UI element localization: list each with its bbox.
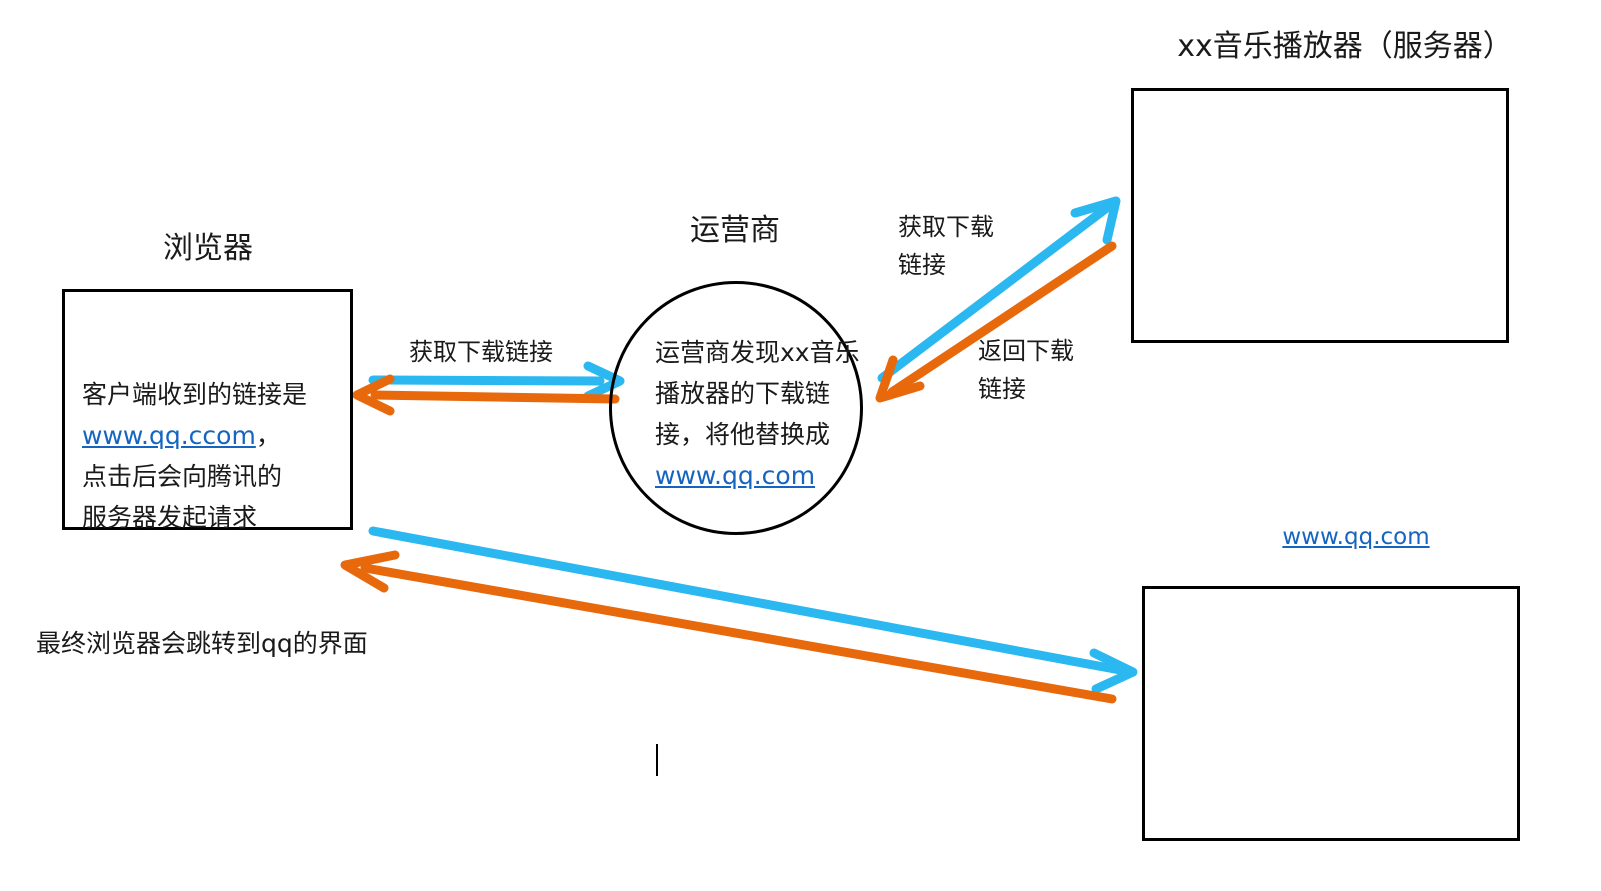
edge-label-server-to-isp-line-1: 返回下载	[978, 337, 1074, 365]
text-cursor-caret	[656, 744, 658, 776]
isp-text-line-3: 接，将他替换成	[655, 420, 831, 449]
browser-box[interactable]	[62, 289, 353, 530]
arrow-qq-to-browser-response	[340, 550, 1117, 704]
edge-label-browser-to-isp: 获取下载链接	[409, 338, 553, 366]
isp-link[interactable]: www.qq.com	[655, 461, 816, 490]
edge-label-server-to-isp-line-2: 链接	[978, 375, 1026, 403]
browser-text-line-1: 客户端收到的链接是	[82, 380, 308, 409]
arrow-browser-to-qq-request	[368, 526, 1138, 694]
isp-text-line-1: 运营商发现xx音乐	[655, 338, 860, 367]
browser-box-text: 客户端收到的链接是 www.qq.ccom， 点击后会向腾讯的 服务器发起请求	[82, 374, 307, 538]
server-box-title: xx音乐播放器（服务器）	[1177, 29, 1513, 64]
browser-link-suffix: ，	[255, 421, 281, 450]
isp-circle[interactable]	[609, 281, 863, 535]
edge-label-isp-to-server-line-1: 获取下载	[898, 213, 994, 241]
arrow-isp-to-browser-response	[352, 374, 620, 416]
edge-label-isp-to-server-line-2: 链接	[898, 251, 946, 279]
edge-label-server-to-isp: 返回下载 链接	[978, 332, 1074, 408]
server-box[interactable]	[1131, 88, 1509, 343]
edge-label-isp-to-server: 获取下载 链接	[898, 208, 994, 284]
qq-link[interactable]: www.qq.com	[1282, 524, 1430, 550]
browser-link[interactable]: www.qq.ccom	[82, 421, 256, 450]
browser-text-line-3: 点击后会向腾讯的	[82, 462, 283, 491]
qq-page-box[interactable]	[1142, 586, 1520, 841]
isp-circle-title: 运营商	[690, 213, 780, 248]
isp-text-line-4: www.qq.com	[655, 455, 860, 496]
browser-text-line-2: www.qq.ccom，	[82, 415, 307, 456]
final-caption: 最终浏览器会跳转到qq的界面	[36, 629, 368, 658]
browser-box-title: 浏览器	[163, 231, 253, 266]
isp-text-line-2: 播放器的下载链	[655, 379, 831, 408]
browser-text-line-4: 服务器发起请求	[82, 503, 258, 532]
isp-circle-text: 运营商发现xx音乐 播放器的下载链 接，将他替换成 www.qq.com	[655, 332, 860, 496]
